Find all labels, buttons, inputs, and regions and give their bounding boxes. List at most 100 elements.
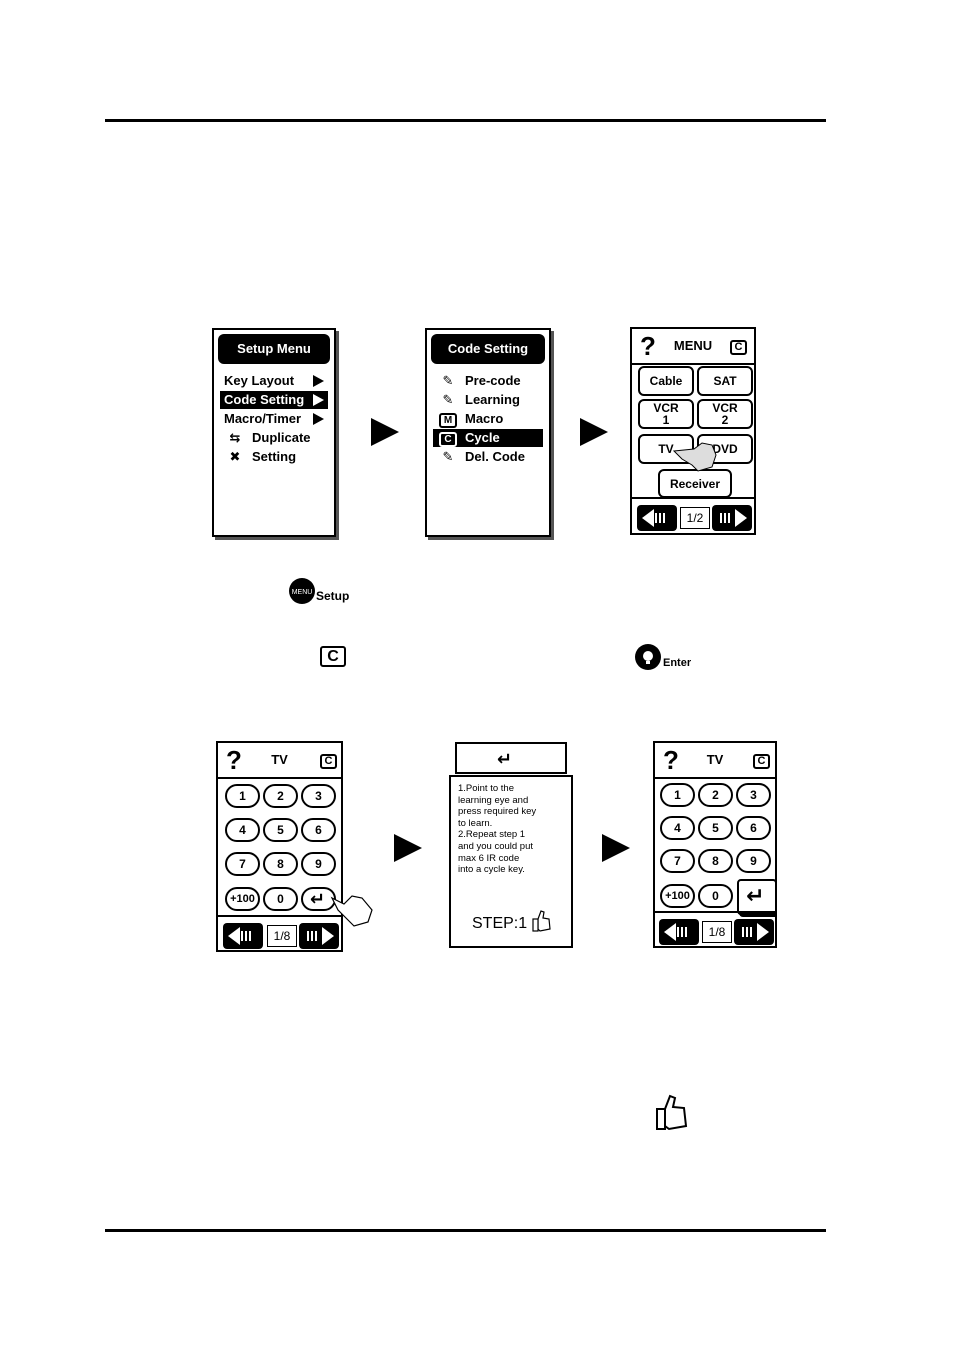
flow-arrow-icon <box>580 418 608 446</box>
thumbs-up-icon <box>656 1094 688 1131</box>
tv-keypad-title: TV <box>706 752 724 767</box>
help-icon[interactable]: ? <box>640 331 656 361</box>
menu-key-caption: Setup <box>316 589 350 603</box>
menu-item-setting[interactable]: ✖Setting <box>220 448 328 466</box>
key-9[interactable]: 9 <box>301 852 336 876</box>
menu-item-label: Macro/Timer <box>224 411 302 426</box>
tv-keypad-header: ? TV C <box>218 743 341 779</box>
duplicate-arrows-icon: ⇆ <box>229 430 241 445</box>
instructions-text: 1.Point to the learning eye and press re… <box>458 783 537 876</box>
menu-item-macro-timer[interactable]: Macro/Timer <box>220 410 328 428</box>
menu-item-pre-code[interactable]: ✎Pre-code <box>433 372 543 390</box>
key-5[interactable]: 5 <box>698 816 733 840</box>
cycle-c-icon: C <box>320 754 337 769</box>
key-9[interactable]: 9 <box>736 849 771 873</box>
tv-keypad-header: ? TV C <box>655 743 775 779</box>
learning-instructions-screen: 1.Point to the learning eye and press re… <box>449 775 573 948</box>
key-1[interactable]: 1 <box>225 784 260 808</box>
enter-arrow-icon: ↵ <box>497 749 513 769</box>
device-button-receiver[interactable]: Receiver <box>658 469 732 498</box>
remote-icon: ✎ <box>442 373 454 388</box>
device-button-vcr2[interactable]: VCR 2 <box>697 399 753 429</box>
menu-item-label: Macro <box>465 411 504 426</box>
menu-item-label: Key Layout <box>224 373 295 388</box>
cycle-c-icon: C <box>730 340 747 355</box>
menu-key-icon: MENU <box>289 578 315 604</box>
prev-page-button[interactable] <box>637 505 677 531</box>
macro-m-icon: M <box>437 410 459 428</box>
flow-arrow-icon <box>371 418 399 446</box>
key-0[interactable]: 0 <box>263 887 298 911</box>
key-8[interactable]: 8 <box>698 849 733 873</box>
key-plus100[interactable]: +100 <box>660 884 695 908</box>
key-3[interactable]: 3 <box>301 784 336 808</box>
setup-menu-title: Setup Menu <box>218 334 330 364</box>
tools-icon: ✖ <box>229 449 241 464</box>
menu-item-macro[interactable]: M Macro <box>433 410 543 428</box>
key-plus100[interactable]: +100 <box>225 887 260 911</box>
cycle-c-icon: C <box>320 646 346 667</box>
tv-keypad-footer: 1/8 <box>218 915 341 950</box>
enter-key[interactable]: ↵ <box>301 887 336 911</box>
help-icon[interactable]: ? <box>663 745 679 775</box>
help-icon[interactable]: ? <box>226 745 242 775</box>
device-button-sat[interactable]: SAT <box>697 366 753 396</box>
svg-text:MENU: MENU <box>292 589 313 596</box>
key-2[interactable]: 2 <box>698 783 733 807</box>
key-7[interactable]: 7 <box>660 849 695 873</box>
key-2[interactable]: 2 <box>263 784 298 808</box>
menu-item-key-layout[interactable]: Key Layout <box>220 372 328 390</box>
prev-page-button[interactable] <box>223 923 263 949</box>
next-page-button[interactable] <box>712 505 752 531</box>
key-7[interactable]: 7 <box>225 852 260 876</box>
enter-arrow-icon: ↵ <box>746 883 765 908</box>
menu-item-label: Duplicate <box>252 430 311 445</box>
key-6[interactable]: 6 <box>736 816 771 840</box>
next-page-button[interactable] <box>734 919 774 945</box>
tv-keypad-title: TV <box>271 752 288 767</box>
flow-arrow-icon <box>394 834 422 862</box>
menu-item-del-code[interactable]: ✎Del. Code <box>433 448 543 466</box>
device-button-cable[interactable]: Cable <box>638 366 694 396</box>
code-setting-title: Code Setting <box>431 334 545 364</box>
menu-item-learning[interactable]: ✎Learning <box>433 391 543 409</box>
device-menu-screen: ? MENU C Cable SAT VCR 1 VCR 2 TV DVD Re… <box>630 327 756 535</box>
submenu-arrow-icon <box>313 375 324 387</box>
device-menu-footer: 1/2 <box>632 497 754 533</box>
tv-keypad-screen: ? TV C 1 2 3 4 5 6 7 8 9 +100 0 ↵ 1/8 <box>216 741 343 952</box>
device-button-vcr1[interactable]: VCR 1 <box>638 399 694 429</box>
top-rule <box>105 119 826 122</box>
submenu-arrow-icon <box>313 394 324 406</box>
cycle-key-learned[interactable]: ↵ <box>737 879 775 915</box>
menu-item-code-setting[interactable]: Code Setting <box>220 391 328 409</box>
key-8[interactable]: 8 <box>263 852 298 876</box>
device-menu-title: MENU <box>673 338 713 353</box>
cycle-c-icon: C <box>753 754 770 769</box>
key-3[interactable]: 3 <box>736 783 771 807</box>
key-4[interactable]: 4 <box>225 818 260 842</box>
tv-keypad-learned-screen: ? TV C 1 2 3 4 5 6 7 8 9 +100 0 ↵ 1/8 <box>653 741 777 948</box>
pointing-hand-icon <box>330 895 373 927</box>
key-6[interactable]: 6 <box>301 818 336 842</box>
menu-item-duplicate[interactable]: ⇆ Duplicate <box>220 429 328 447</box>
key-4[interactable]: 4 <box>660 816 695 840</box>
key-5[interactable]: 5 <box>263 818 298 842</box>
tv-keypad-footer: 1/8 <box>655 911 775 946</box>
enter-key-caption: Enter <box>663 657 692 669</box>
page-indicator: 1/8 <box>267 925 297 947</box>
prev-page-button[interactable] <box>659 919 699 945</box>
enter-key-icon <box>635 644 661 670</box>
page-indicator: 1/8 <box>702 921 732 943</box>
step-counter: STEP:1 <box>472 915 528 932</box>
cycle-c-icon: C <box>437 429 459 447</box>
learning-header: ↵ <box>455 742 567 774</box>
device-menu-header: ? MENU C <box>632 329 754 365</box>
delete-code-icon: ✎ <box>442 449 454 464</box>
key-1[interactable]: 1 <box>660 783 695 807</box>
next-page-button[interactable] <box>299 923 339 949</box>
remote-learning-icon: ✎ <box>442 392 454 407</box>
setup-menu-screen: Setup Menu Key Layout Code Setting Macro… <box>212 328 336 537</box>
key-0[interactable]: 0 <box>698 884 733 908</box>
